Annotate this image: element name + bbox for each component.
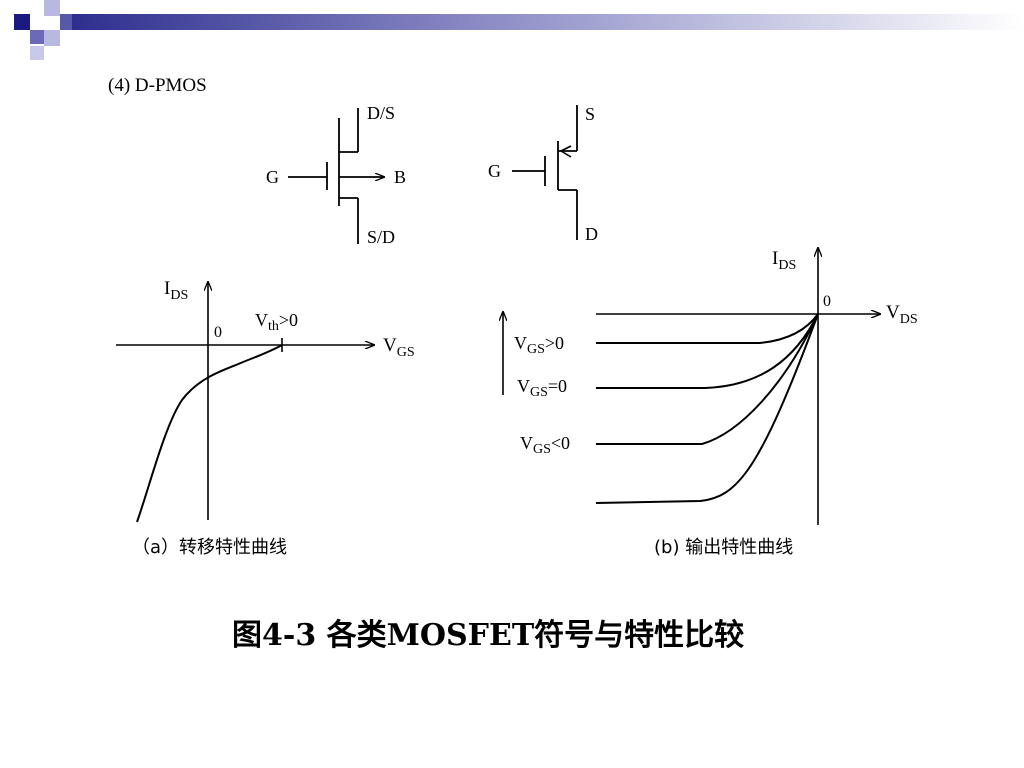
terminal-label-source: S bbox=[585, 104, 595, 124]
curve-vgs-negative bbox=[596, 313, 819, 445]
terminal-label-sd: S/D bbox=[367, 227, 395, 247]
terminal-label-gate-right: G bbox=[488, 161, 501, 181]
terminal-label-body: B bbox=[394, 167, 406, 187]
curve-label-vgs-lt0: VGS<0 bbox=[520, 433, 570, 457]
plot-a-caption: （a）转移特性曲线 bbox=[132, 537, 287, 558]
terminal-label-ds: D/S bbox=[367, 103, 395, 123]
plot-b-x-label: VDS bbox=[886, 302, 918, 327]
corner-square-mid bbox=[30, 30, 44, 44]
corner-square-mid bbox=[60, 14, 72, 30]
symbol-dpmos-3terminal bbox=[512, 105, 578, 240]
curve-label-vgs-gt0: VGS>0 bbox=[514, 333, 564, 357]
plot-b-origin-label: 0 bbox=[823, 293, 831, 310]
title-bar-gradient bbox=[72, 14, 1024, 30]
section-heading: (4) D-PMOS bbox=[108, 75, 207, 96]
symbol-dpmos-4terminal bbox=[288, 108, 384, 244]
plot-a-origin-label: 0 bbox=[214, 324, 222, 341]
corner-square-dark bbox=[14, 14, 30, 30]
plot-b-caption: (b) 输出特性曲线 bbox=[654, 537, 793, 558]
corner-square-light bbox=[44, 30, 60, 46]
plot-a-transfer-curve bbox=[136, 344, 283, 523]
source-arrow-icon bbox=[559, 145, 572, 158]
plot-a-axes bbox=[116, 282, 374, 520]
plot-b-axes bbox=[503, 248, 880, 525]
plot-a-y-label: IDS bbox=[164, 278, 188, 303]
terminal-label-drain: D bbox=[585, 224, 598, 244]
curve-vgs-more-negative bbox=[595, 313, 819, 504]
curve-vgs-positive bbox=[596, 313, 819, 344]
corner-square-light bbox=[44, 0, 60, 16]
curve-label-vgs-eq0: VGS=0 bbox=[517, 376, 567, 400]
corner-square-light bbox=[30, 46, 44, 60]
plot-b-y-label: IDS bbox=[772, 248, 796, 273]
figure-caption: 图4-3 各类MOSFET符号与特性比较 bbox=[232, 618, 745, 653]
curve-vgs-zero bbox=[596, 313, 819, 389]
terminal-label-gate: G bbox=[266, 167, 279, 187]
plot-a-vth-label: Vth>0 bbox=[255, 310, 298, 334]
plot-b-output-curves bbox=[595, 313, 819, 504]
plot-a-x-label: VGS bbox=[383, 335, 415, 360]
